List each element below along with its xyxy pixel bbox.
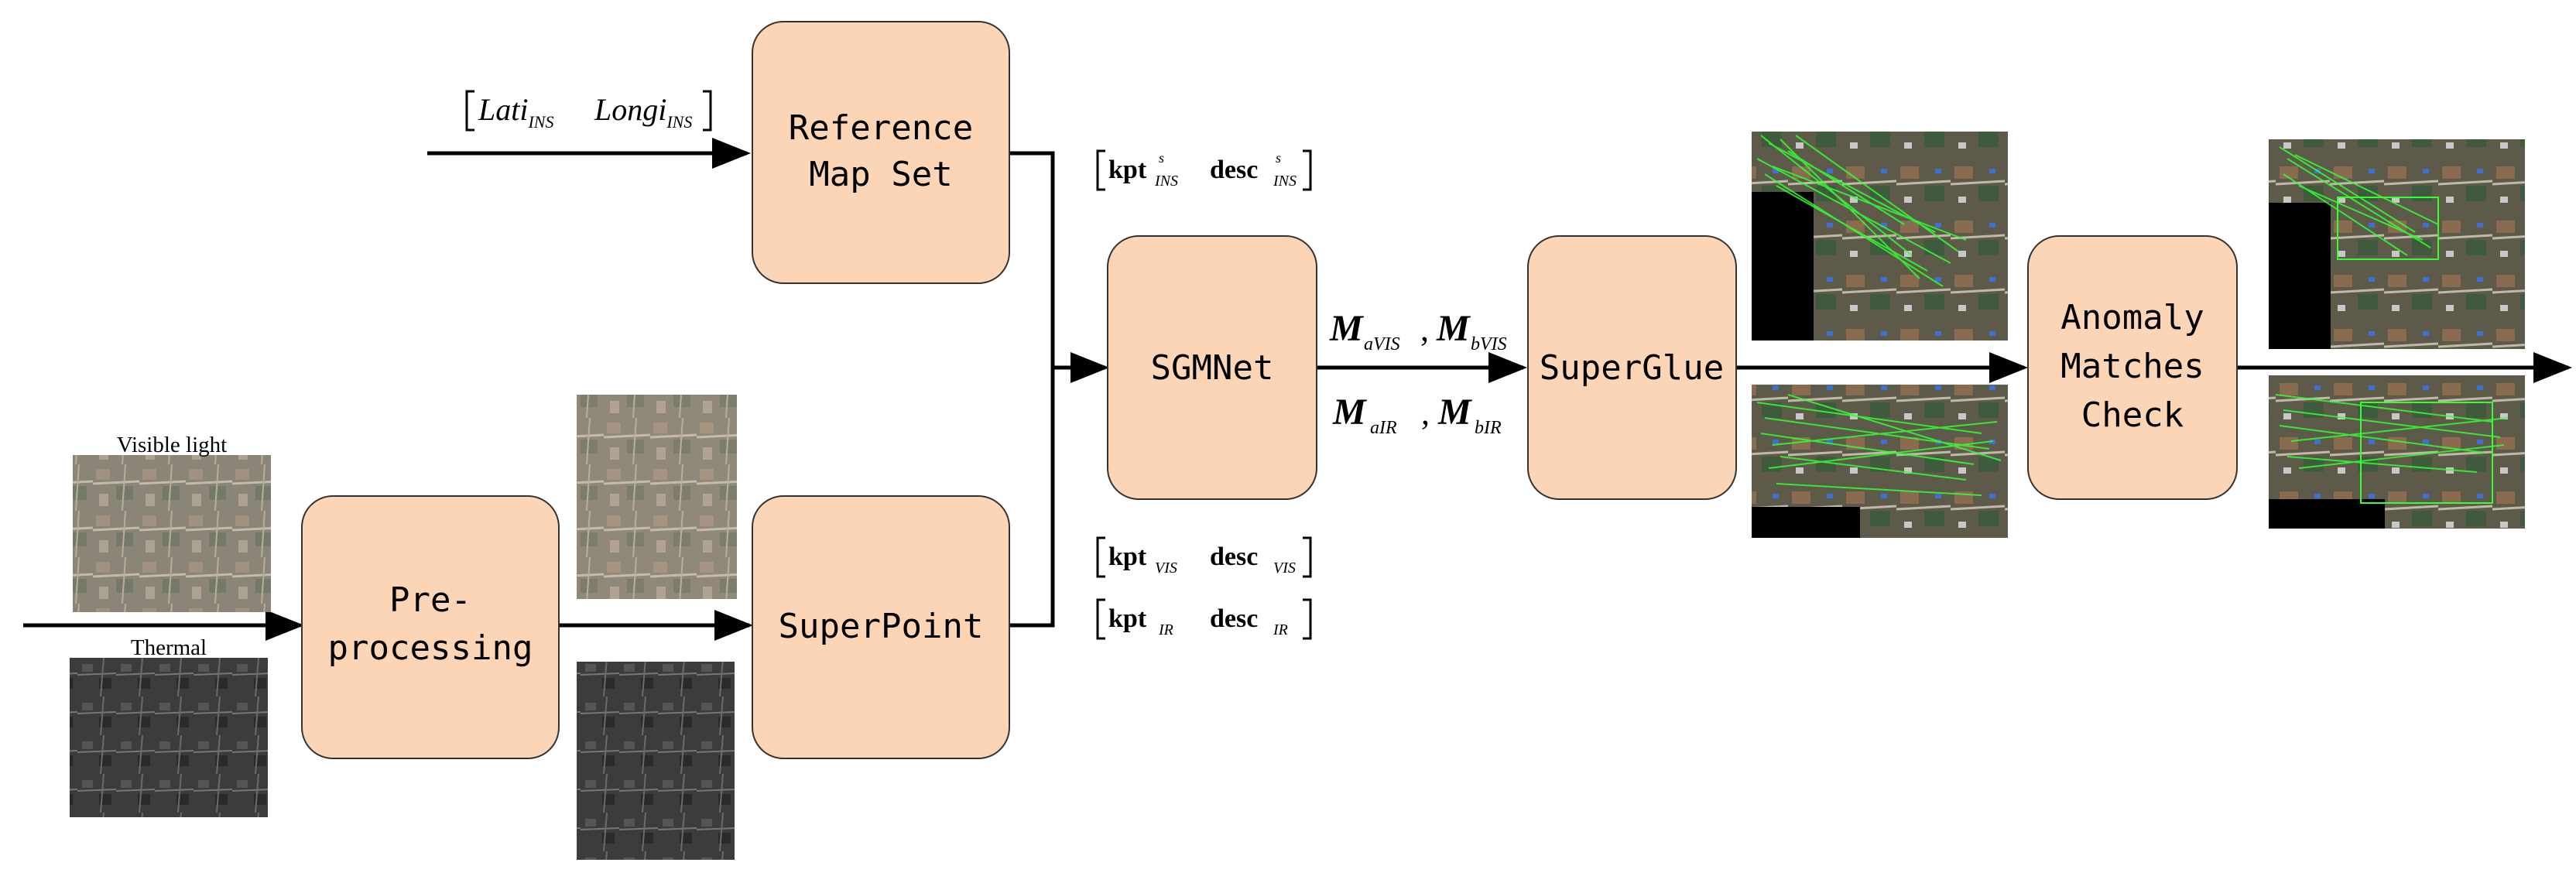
sgmnet-label: SGMNet [1151,348,1274,388]
svg-text:kpt: kpt [1108,604,1147,633]
preprocessed-thermal-image [577,662,735,860]
superglue-box: SuperGlue [1527,235,1737,500]
superglue-vis-match-image [1752,132,2008,341]
svg-text:,: , [1421,394,1430,432]
ir-matches-label: M aIR , M bIR [1332,392,1502,438]
svg-text:desc: desc [1210,542,1258,571]
superglue-label: SuperGlue [1540,348,1724,388]
anomaly-label-2: Matches [2060,347,2204,386]
svg-text:IR: IR [1158,621,1173,638]
sgmnet-box: SGMNet [1107,235,1317,500]
svg-text:INS: INS [1154,173,1178,190]
reference-map-label-1: Reference [789,108,973,148]
svg-text:s: s [1159,150,1164,166]
svg-text:bIR: bIR [1475,418,1502,438]
visible-light-caption: Visible light [117,433,227,457]
svg-text:desc: desc [1210,156,1258,184]
svg-text:INS: INS [1273,173,1297,190]
svg-text:M: M [1332,392,1368,433]
thermal-caption: Thermal [131,635,207,660]
superpoint-box: SuperPoint [752,495,1010,759]
anomaly-check-box: Anomaly Matches Check [2027,235,2238,500]
svg-text:s: s [1276,150,1281,166]
thermal-input-image [70,658,268,817]
svg-text:IR: IR [1273,621,1288,638]
svg-text:desc: desc [1210,604,1258,633]
preprocessing-box: Pre- processing [301,495,560,759]
reference-map-set-box: Reference Map Set [752,21,1010,284]
svg-text:bVIS: bVIS [1471,334,1507,354]
vis-features-label: kpt VIS desc VIS [1096,536,1312,578]
svg-text:VIS: VIS [1155,560,1177,577]
ir-features-label: kpt IR desc IR [1096,598,1312,640]
ins-coordinates-label: LatiINS LongiINS [465,90,712,132]
anomaly-vis-match-image [2269,139,2525,349]
svg-text:,: , [1420,310,1429,348]
anomaly-label-1: Anomaly [2060,298,2204,337]
anomaly-label-3: Check [2081,395,2184,435]
svg-text:M: M [1436,308,1471,349]
visible-input-image [73,455,271,612]
vis-matches-label: M aVIS , M bVIS [1329,308,1507,354]
svg-text:LatiINS: LatiINS [478,92,553,132]
svg-text:VIS: VIS [1273,560,1296,577]
svg-text:M: M [1329,308,1365,349]
reference-features-label: kpt s INS desc s INS [1096,149,1312,191]
superpoint-label: SuperPoint [779,607,984,646]
svg-text:aVIS: aVIS [1364,334,1400,354]
svg-text:aIR: aIR [1370,418,1397,438]
connector-reference-to-merge [1010,151,1055,628]
svg-text:M: M [1437,392,1473,433]
preprocessing-label-1: Pre- [389,580,471,620]
svg-text:kpt: kpt [1108,542,1147,571]
preprocessing-label-2: processing [328,628,533,668]
anomaly-ir-match-image [2269,375,2525,529]
preprocessed-visible-image [577,395,737,599]
svg-text:kpt: kpt [1108,156,1147,184]
reference-map-label-2: Map Set [809,155,952,194]
svg-text:LongiINS: LongiINS [594,92,692,132]
superglue-ir-match-image [1752,385,2008,538]
